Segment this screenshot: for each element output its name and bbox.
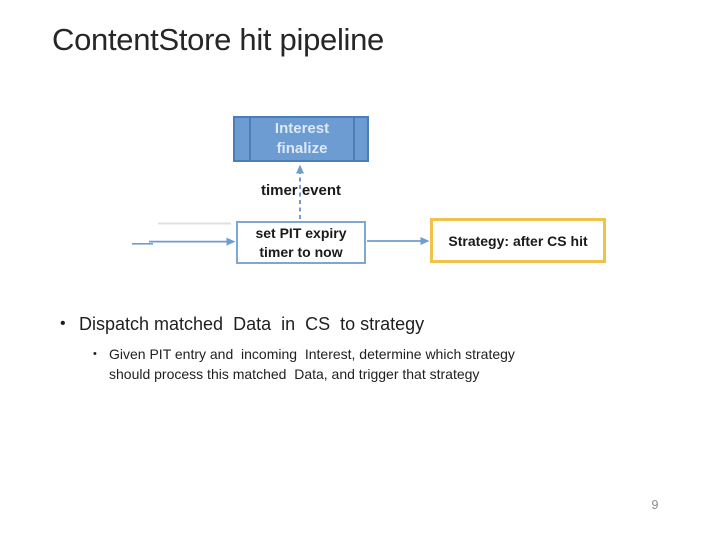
interest-finalize-box: Interest finalize: [233, 116, 369, 162]
set-pit-expiry-box: set PIT expiry timer to now: [236, 221, 366, 264]
interest-finalize-label: Interest finalize: [251, 119, 353, 159]
set-pit-expiry-label: set PIT expiry timer to now: [238, 224, 364, 262]
bullet-level2-text: Given PIT entry and incoming Interest, d…: [109, 346, 515, 382]
strategy-box: Strategy: after CS hit: [430, 218, 606, 263]
slide-title: ContentStore hit pipeline: [52, 22, 385, 57]
bullet-level1: • Dispatch matched Data in CS to strateg…: [60, 312, 680, 336]
sub-bullet-marker: •: [93, 348, 97, 360]
timer-event-label: timer event: [260, 182, 342, 199]
interest-finalize-line1: Interest: [274, 120, 330, 137]
bullet-marker: •: [60, 315, 66, 332]
bullet-level1-text: Dispatch matched Data in CS to strategy: [79, 314, 425, 334]
page-number: 9: [651, 498, 659, 512]
box-divider-left: [249, 118, 251, 160]
box-divider-right: [353, 118, 355, 160]
set-pit-line2: timer to now: [259, 244, 343, 260]
interest-finalize-line2: finalize: [276, 140, 328, 157]
bullet-level2: • Given PIT entry and incoming Interest,…: [93, 345, 671, 384]
strategy-box-label: Strategy: after CS hit: [448, 232, 588, 249]
set-pit-line1: set PIT expiry: [255, 225, 347, 241]
